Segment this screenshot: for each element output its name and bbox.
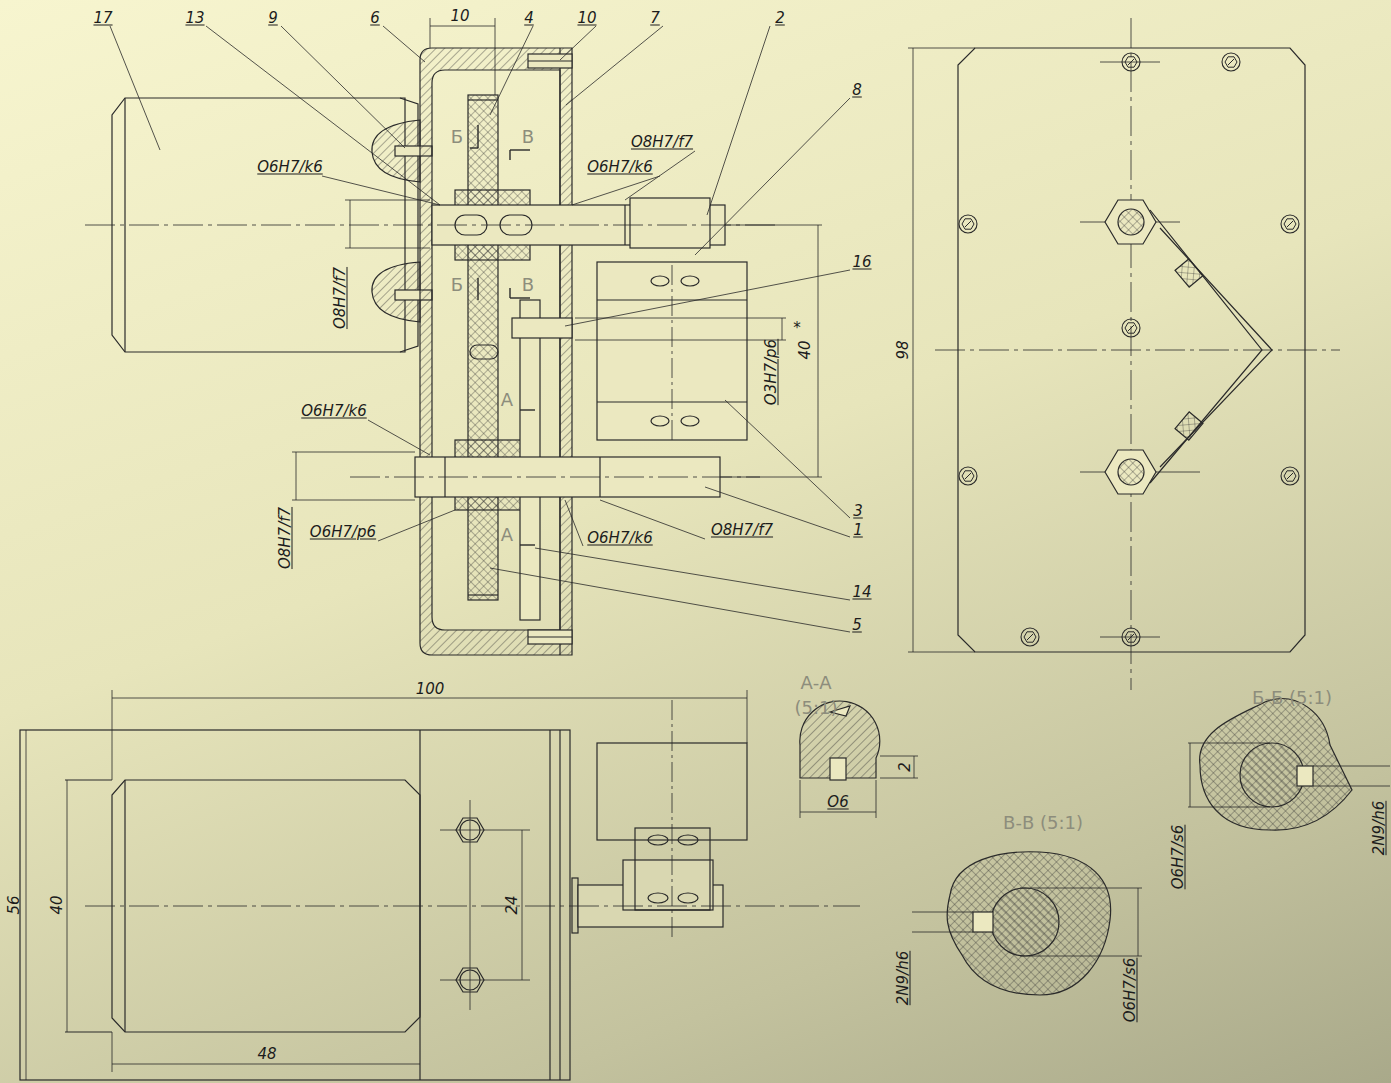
callout-label: 7 — [650, 11, 660, 26]
callout-label: O8H7/f7 — [631, 135, 693, 150]
callout-label: O6 — [827, 795, 848, 810]
section-label: Б — [451, 128, 463, 146]
callout-label: 6 — [370, 11, 380, 26]
top-view — [20, 690, 860, 1080]
dimension-label: 24 — [505, 895, 520, 914]
bolt — [1021, 628, 1039, 646]
dimension-label: 10 — [450, 9, 469, 24]
callout-label: 1 — [853, 523, 863, 538]
bolt — [1281, 215, 1299, 233]
callout-label: O6H7/k6 — [257, 160, 322, 175]
callout-label: O6H7/s6 — [1123, 958, 1138, 1023]
side-view — [908, 18, 1340, 690]
dimension-label: 40 — [798, 340, 813, 359]
callout-label: 16 — [852, 255, 871, 270]
callout-label: O8H7/f7 — [278, 507, 293, 569]
dimension-label: 98 — [896, 340, 911, 359]
pin — [512, 318, 572, 338]
gear — [468, 95, 498, 600]
section-label: В-В (5:1) — [1003, 814, 1083, 832]
dimension-label: 56 — [7, 895, 22, 914]
dimension-label: * — [793, 321, 801, 336]
callout-label: 4 — [524, 11, 534, 26]
callout-label: 5 — [852, 618, 862, 633]
callout-label: O3H7/p6 — [764, 339, 779, 405]
housing — [420, 48, 572, 655]
section-label: В — [522, 276, 534, 294]
bolt — [959, 467, 977, 485]
section-label: Б-Б (5:1) — [1252, 689, 1332, 707]
callout-label: O6H7/k6 — [301, 404, 366, 419]
bolt — [1281, 467, 1299, 485]
hex-nut — [1105, 450, 1156, 494]
bolt — [1122, 53, 1140, 71]
callout-label: O8H7/f7 — [333, 267, 348, 329]
coupling — [630, 198, 710, 248]
callout-label: 3 — [853, 504, 863, 519]
callout-label: 8 — [852, 83, 862, 98]
section-label: (5:1) — [794, 699, 837, 717]
callout-label: 2N9/h6 — [1372, 801, 1387, 855]
dimension-label: 2 — [898, 762, 913, 772]
callout-label: 2 — [775, 11, 785, 26]
housing-outline — [20, 730, 570, 1080]
hex-nut — [1105, 200, 1156, 244]
bracket — [597, 262, 747, 440]
section-b — [1200, 699, 1352, 830]
callout-label: 2N9/h6 — [896, 951, 911, 1005]
section-label: А — [501, 526, 513, 544]
section-label: Б — [451, 276, 463, 294]
callout-label: 14 — [852, 585, 871, 600]
section-c — [947, 852, 1111, 995]
section-label: В — [522, 128, 534, 146]
bolt — [1222, 53, 1240, 71]
callout-label: O8H7/f7 — [711, 523, 773, 538]
bolt — [1122, 628, 1140, 646]
callout-label: O6H7/p6 — [310, 525, 376, 540]
callout-label: O6H7/s6 — [1171, 825, 1186, 890]
callout-label: 13 — [185, 11, 204, 26]
callout-label: 17 — [93, 11, 112, 26]
bolt — [959, 215, 977, 233]
callout-label: 10 — [577, 11, 596, 26]
callout-label: O6H7/k6 — [587, 160, 652, 175]
main-view — [85, 18, 850, 655]
bolt — [1122, 319, 1140, 337]
section-label: А — [501, 391, 513, 409]
sections — [800, 699, 1390, 995]
dimension-label: 40 — [50, 895, 65, 914]
callout-label: O6H7/k6 — [587, 531, 652, 546]
dimension-label: 100 — [416, 682, 445, 697]
dimension-label: 48 — [257, 1047, 276, 1062]
section-label: А-А — [800, 674, 831, 692]
callout-label: 9 — [268, 11, 278, 26]
